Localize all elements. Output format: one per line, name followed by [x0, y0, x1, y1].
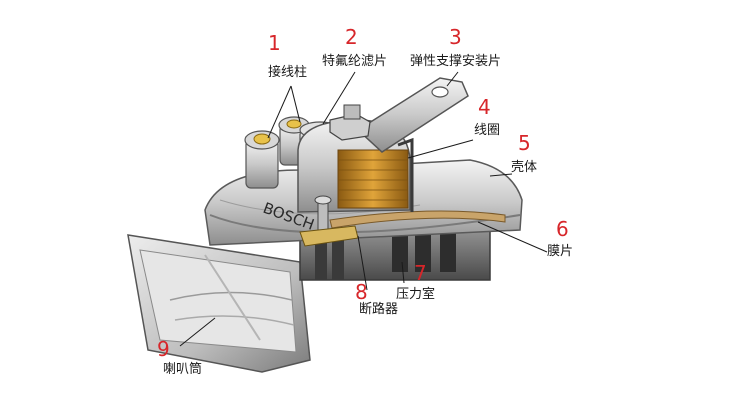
part-8-number: 8 [355, 280, 368, 304]
part-5-number: 5 [518, 131, 531, 155]
part-9-label: 喇叭筒 [163, 362, 203, 377]
part-6-label: 膜片 [547, 244, 574, 259]
part-9-number: 9 [157, 337, 170, 361]
part-5-label: 壳体 [511, 160, 538, 175]
part-6-number: 6 [556, 217, 569, 241]
part-4-number: 4 [478, 95, 491, 119]
part-7-number: 7 [414, 261, 427, 285]
mounting-bracket-shape [329, 77, 469, 153]
part-8-label: 断路器 [359, 302, 399, 317]
horn-tube-shape [127, 234, 311, 373]
part-7-label: 压力室 [396, 287, 436, 302]
part-2-label: 特氟纶滤片 [322, 54, 388, 69]
part-1-label: 接线柱 [268, 65, 308, 80]
leader-lines [179, 71, 548, 347]
part-4-label: 线圈 [474, 123, 501, 138]
diaphragm-shape [329, 210, 506, 229]
breaker-shape [299, 195, 359, 247]
part-3-label: 弹性支撑安装片 [410, 54, 502, 69]
part-3-number: 3 [449, 25, 462, 49]
part-1-number: 1 [268, 31, 281, 55]
part-2-number: 2 [345, 25, 358, 49]
coil-shape [297, 119, 414, 213]
